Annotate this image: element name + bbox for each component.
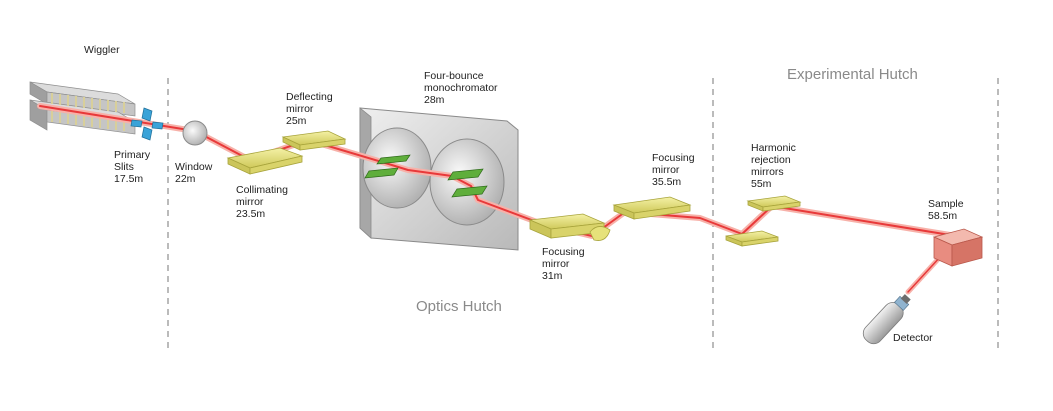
labels: Wiggler Primary Slits 17.5m Window 22m C… (84, 44, 967, 344)
detector-icon (862, 294, 911, 345)
monochromator-label: Four-bounce monochromator 28m (424, 70, 500, 106)
collimating-mirror-icon (226, 147, 304, 175)
focusing-mirror-35m-label: Focusing mirror 35.5m (652, 152, 698, 188)
monochromator-icon (359, 107, 519, 251)
optics-hutch-label: Optics Hutch (416, 298, 502, 315)
monochromator-crystals (364, 154, 488, 198)
sample-label: Sample 58.5m (928, 198, 967, 222)
focusing-mirror-35m-icon (612, 196, 692, 220)
window-label: Window 22m (175, 161, 215, 185)
detector-label: Detector (893, 332, 933, 344)
slits-icon (130, 107, 164, 141)
primary-slits-label: Primary Slits 17.5m (114, 149, 153, 185)
deflecting-mirror-label: Deflecting mirror 25m (286, 91, 336, 127)
collimating-mirror-label: Collimating mirror 23.5m (236, 184, 291, 220)
focusing-mirror-31m-icon (528, 213, 611, 241)
experimental-hutch-label: Experimental Hutch (787, 66, 918, 83)
harmonic-mirrors-label: Harmonic rejection mirrors 55m (751, 142, 799, 190)
harmonic-mirrors-icon (725, 195, 802, 247)
wiggler-icon (29, 81, 136, 135)
wiggler-label: Wiggler (84, 44, 120, 56)
deflecting-mirror-icon (281, 130, 347, 151)
sample-cube-icon (932, 228, 984, 267)
focusing-mirror-31m-label: Focusing mirror 31m (542, 246, 588, 282)
window-icon (182, 120, 208, 146)
